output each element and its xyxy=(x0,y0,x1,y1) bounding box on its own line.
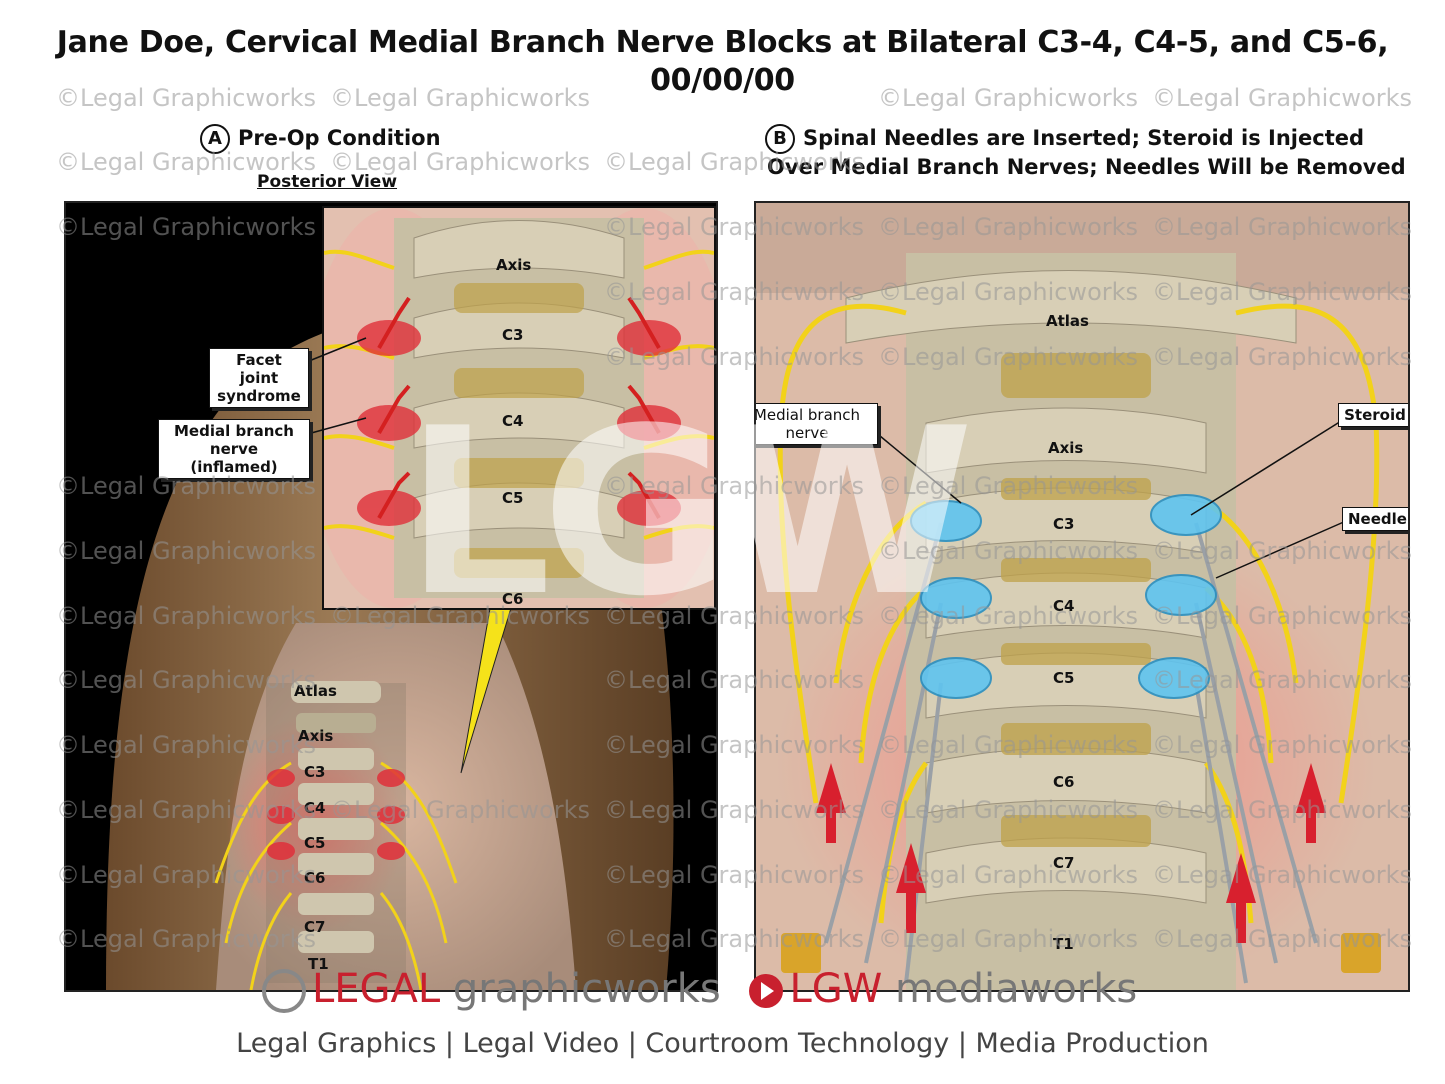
view-label: Posterior View xyxy=(257,172,398,192)
b-label-c5: C5 xyxy=(1053,669,1075,687)
inset-drawing xyxy=(324,208,714,608)
inset-label-c4: C4 xyxy=(502,412,524,430)
b-label-atlas: Atlas xyxy=(1046,312,1089,330)
brand-mediaworks: mediaworks xyxy=(882,966,1138,1012)
b-label-c7: C7 xyxy=(1053,854,1075,872)
b-label-c4: C4 xyxy=(1053,597,1075,615)
steroid-deposits xyxy=(910,494,1222,699)
b-label-c6: C6 xyxy=(1053,773,1075,791)
panel-b-heading-line2: Over Medial Branch Nerves; Needles Will … xyxy=(767,155,1406,179)
inset-label-axis: Axis xyxy=(496,256,532,274)
panel-b-illustration: Atlas Axis C3 C4 C5 C6 C7 T1 Medial bran… xyxy=(754,201,1410,992)
neck-inflamed-joints xyxy=(267,769,405,860)
footer-brand: LEGAL graphicworks LGW mediaworks xyxy=(262,966,1137,1013)
neck-label-atlas: Atlas xyxy=(294,682,337,700)
insertion-arrows xyxy=(816,763,1326,943)
medial-branch-callout: Medial branch nerve xyxy=(756,403,878,445)
neck-spine xyxy=(291,681,381,953)
medial-branch-inflamed-callout: Medial branch nerve (inflamed) xyxy=(158,419,310,479)
inset-label-c6: C6 xyxy=(502,590,524,608)
neck-label-c7: C7 xyxy=(304,918,326,936)
b-label-axis: Axis xyxy=(1048,439,1084,457)
inset-zoom: Axis C3 C4 C5 C6 xyxy=(322,206,716,610)
panel-a-heading: A Pre-Op Condition xyxy=(200,124,441,154)
brand-lgw: LGW xyxy=(789,966,883,1012)
needle-callout: Needle xyxy=(1342,507,1408,531)
brand-legal: LEGAL xyxy=(312,966,441,1012)
panel-a-heading-text: Pre-Op Condition xyxy=(238,126,441,150)
page-title: Jane Doe, Cervical Medial Branch Nerve B… xyxy=(56,25,1389,98)
neck-label-c6: C6 xyxy=(304,869,326,887)
play-icon xyxy=(749,974,784,1008)
magnifier-icon xyxy=(262,969,306,1013)
b-label-t1: T1 xyxy=(1053,935,1074,953)
brand-graphicworks: graphicworks xyxy=(440,966,721,1012)
footer-tagline: Legal Graphics | Legal Video | Courtroom… xyxy=(236,1028,1209,1059)
neck-label-axis: Axis xyxy=(298,727,334,745)
panel-b-marker: B xyxy=(765,124,795,154)
needle-hubs xyxy=(781,933,1381,973)
panel-a-illustration: Axis C3 C4 C5 C6 Atlas Axis C3 C4 C5 C6 … xyxy=(64,201,718,992)
neck-label-c3: C3 xyxy=(304,763,326,781)
inset-label-c5: C5 xyxy=(502,489,524,507)
panel-b-leader-lines xyxy=(873,417,1347,579)
inset-label-c3: C3 xyxy=(502,326,524,344)
injection-drawing xyxy=(756,203,1408,990)
neck-label-t1: T1 xyxy=(308,955,329,973)
panel-a-leader-lines xyxy=(303,337,367,436)
panel-b-heading-line1: Spinal Needles are Inserted; Steroid is … xyxy=(803,126,1365,150)
steroid-callout: Steroid xyxy=(1338,403,1408,427)
panel-b-heading: B Spinal Needles are Inserted; Steroid is… xyxy=(765,124,1364,154)
neck-label-c5: C5 xyxy=(304,834,326,852)
neck-label-c4: C4 xyxy=(304,799,326,817)
panel-a-marker: A xyxy=(200,124,230,154)
b-label-c3: C3 xyxy=(1053,515,1075,533)
facet-joint-callout: Facet joint syndrome xyxy=(209,348,309,408)
